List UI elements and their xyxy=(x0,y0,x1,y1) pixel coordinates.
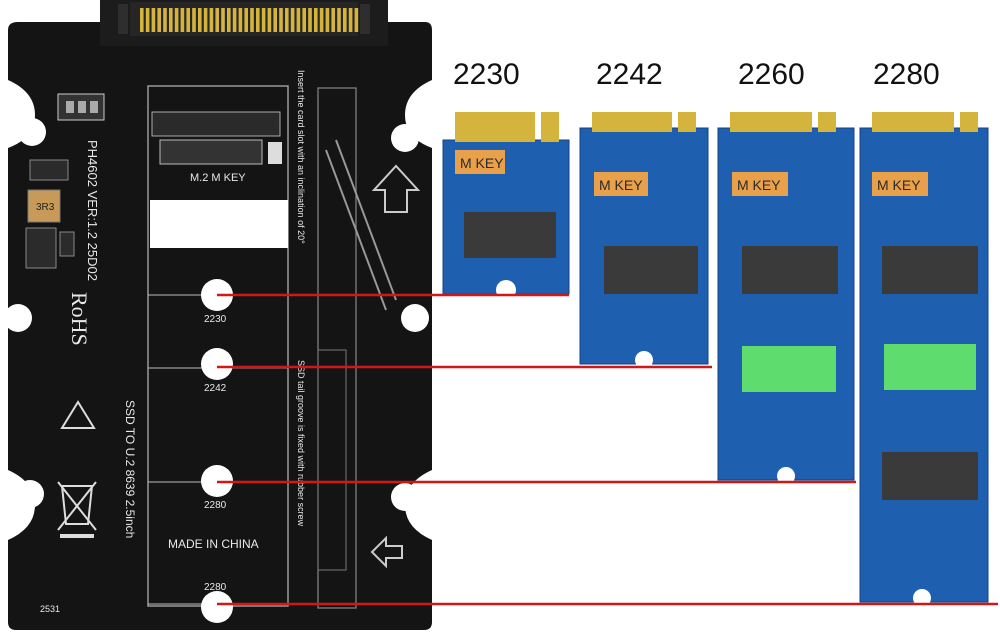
made-in-label: MADE IN CHINA xyxy=(168,537,259,551)
hole-label-2: 2242 xyxy=(204,383,227,394)
weee-bin-icon xyxy=(60,485,94,525)
adapter-board-graphic: M.2 M KEY MADE IN CHINA 3R3 2531 2230 22… xyxy=(4,0,432,630)
mount-hole-2 xyxy=(201,348,233,380)
mkey-label-2230: M KEY xyxy=(460,155,504,171)
size-label-2260: 2260 xyxy=(738,58,805,91)
mkey-label-2260: M KEY xyxy=(737,177,781,193)
ssd-card-2230 xyxy=(442,112,570,300)
esd-warning-icon xyxy=(60,400,96,429)
tail-hint: SSD tail groove is fixed with rubber scr… xyxy=(296,360,306,527)
component-code: 3R3 xyxy=(36,202,55,213)
ssd-card-2280 xyxy=(859,112,989,607)
size-label-2230: 2230 xyxy=(453,58,520,91)
size-label-2242: 2242 xyxy=(596,58,663,91)
mkey-label-2280: M KEY xyxy=(877,177,921,193)
ssd-card-2260 xyxy=(717,112,855,485)
insert-hint: Insert the card slot with an inclination… xyxy=(296,70,306,244)
ssd-card-2242 xyxy=(579,112,709,369)
adapter-board: M.2 M KEY MADE IN CHINA 3R3 2531 2230 22… xyxy=(0,0,440,637)
ssd-label: SSD TO U.2 8639 2.5inch xyxy=(123,400,137,538)
hole-label-1: 2230 xyxy=(204,314,227,325)
model-label: PH4602 VER:1.2 25D02 xyxy=(85,140,100,281)
rohs-label: RoHS xyxy=(67,292,92,346)
small-code: 2531 xyxy=(40,604,60,614)
hole-label-3: 2280 xyxy=(204,500,227,511)
hole-label-4: 2280 xyxy=(204,582,227,593)
mkey-label-2242: M KEY xyxy=(599,177,643,193)
size-label-2280: 2280 xyxy=(873,58,940,91)
mount-hole-4 xyxy=(201,591,233,623)
m2-key-label: M.2 M KEY xyxy=(190,172,246,184)
